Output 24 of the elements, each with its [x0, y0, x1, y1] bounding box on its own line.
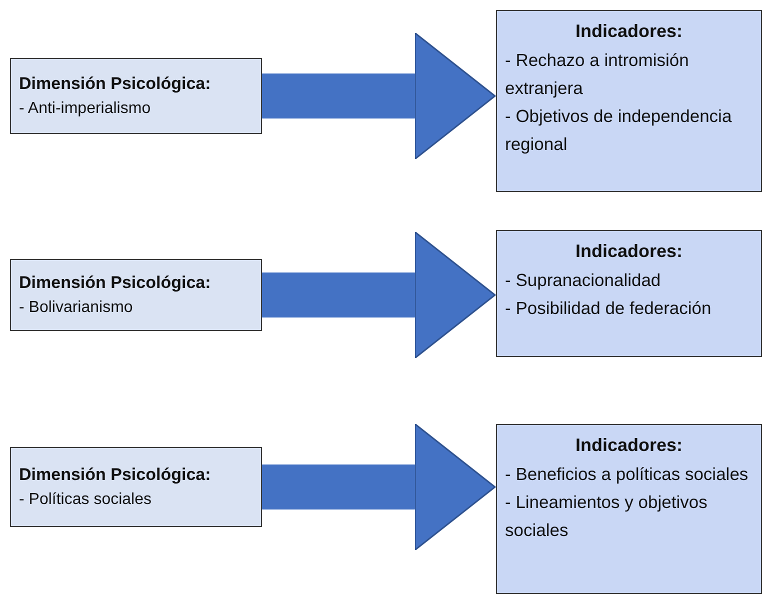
indicator-box — [496, 10, 762, 192]
heading-text: Indicadores: — [574, 20, 684, 43]
heading-text: Dimensión Psicológica: — [19, 73, 212, 96]
item-text: - Supranacionalidad — [505, 268, 662, 292]
item-text: - Bolivarianismo — [19, 298, 134, 318]
indicator-box — [496, 424, 762, 594]
heading-text: Dimensión Psicológica: — [19, 272, 212, 294]
block-arrow — [262, 231, 496, 359]
block-arrow — [262, 423, 496, 551]
item-text: - Lineamientos y objetivos sociales — [505, 490, 708, 542]
heading-text: Indicadores: — [574, 240, 684, 263]
block-arrow — [262, 32, 496, 160]
dimension-box — [10, 58, 262, 134]
dimension-box — [10, 447, 262, 527]
item-text: - Anti-imperialismo — [19, 98, 152, 119]
item-text: - Rechazo a intromisión extranjera — [505, 48, 690, 100]
item-text: - Beneficios a políticas sociales — [505, 462, 750, 486]
item-text: - Posibilidad de federación — [505, 296, 712, 320]
heading-text: Indicadores: — [574, 434, 684, 457]
item-text: - Objetivos de independencia regional — [505, 104, 733, 156]
dimension-box — [10, 259, 262, 331]
indicator-box — [496, 230, 762, 357]
item-text: - Políticas sociales — [19, 490, 152, 510]
heading-text: Dimensión Psicológica: — [19, 464, 212, 486]
